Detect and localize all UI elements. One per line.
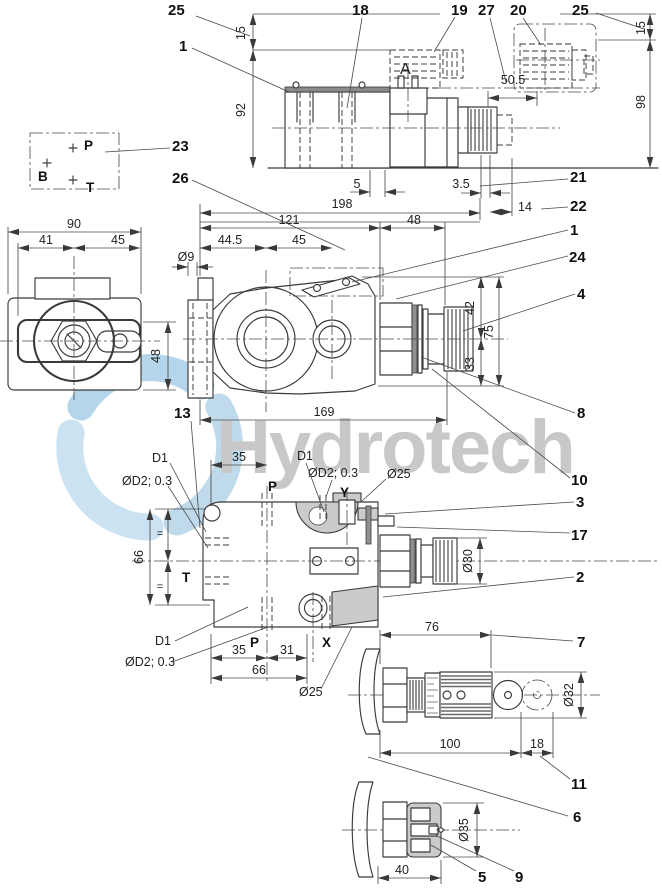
dim-equal-bottom: =	[157, 581, 163, 593]
callout-24: 24	[569, 249, 586, 266]
dim-44-5: 44.5	[218, 233, 242, 247]
port-p-box-label: P	[84, 138, 93, 153]
callout-25-topright: 25	[572, 2, 589, 19]
callout-22: 22	[570, 198, 587, 215]
dim-dia30: Ø30	[461, 549, 475, 573]
dim-100: 100	[440, 737, 461, 751]
relief-cartridge-section	[379, 534, 458, 588]
dim-45-left: 45	[111, 233, 125, 247]
dim-dia25-bottom: Ø25	[299, 685, 323, 699]
dim-75: 75	[482, 325, 496, 339]
dim-d2-bottom: ØD2; 0.3	[125, 655, 175, 669]
port-b-box-label: B	[38, 169, 48, 184]
callout-21: 21	[570, 169, 587, 186]
dim-dia9: Ø9	[178, 250, 195, 264]
left-view-dimensions: 90 41 45 48	[7, 217, 176, 391]
callout-5: 5	[478, 869, 486, 886]
dim-90: 90	[67, 217, 81, 231]
dim-33: 33	[463, 357, 477, 371]
top-view-solenoid-valve: A 15 92 15 98 50	[199, 13, 659, 276]
dim-14: 14	[518, 200, 532, 214]
left-end-view: 90 41 45 48	[0, 217, 176, 400]
dim-66-left: 66	[132, 550, 146, 564]
port-p-top-label: P	[268, 479, 277, 494]
connector-a-phantom: A	[389, 49, 464, 89]
scale-ring-ticks	[427, 677, 438, 714]
port-y-label: Y	[340, 485, 349, 500]
dim-198: 198	[332, 197, 353, 211]
dim-dia32: Ø32	[562, 683, 576, 707]
dim-d2-topleft: ØD2; 0.3	[122, 474, 172, 488]
section-view-dimensions: 35 66 = = 35 31 66 Ø30	[132, 450, 487, 684]
dim-5: 5	[354, 177, 361, 191]
dim-3-5: 3.5	[452, 177, 469, 191]
callout-19: 19	[451, 2, 468, 19]
dim-48-top: 48	[407, 213, 421, 227]
callout-20: 20	[510, 2, 527, 19]
callout-23: 23	[172, 138, 189, 155]
dim-76: 76	[425, 620, 439, 634]
dim-98: 98	[634, 95, 648, 109]
port-interface-box: P B T	[29, 132, 120, 195]
dim-18: 18	[530, 737, 544, 751]
callout-27: 27	[478, 2, 495, 19]
connector-phantom-rotated	[513, 23, 600, 93]
dim-92: 92	[234, 103, 248, 117]
callout-8: 8	[577, 405, 585, 422]
dim-48-left: 48	[149, 349, 163, 363]
port-x-label: X	[322, 635, 331, 650]
middle-top-view: 121 48 44.5 45 Ø9 42 75 33 169	[172, 213, 508, 425]
dim-35-bottom: 35	[232, 643, 246, 657]
dim-d1-bottom: D1	[155, 634, 171, 648]
dim-dia35: Ø35	[457, 818, 471, 842]
callout-10: 10	[571, 472, 588, 489]
bottom-a-dimensions: 76 Ø32 100 18	[379, 620, 587, 758]
dim-42: 42	[463, 301, 477, 315]
callout-6: 6	[573, 809, 581, 826]
bottom-view-knob-lever: 76 Ø32 100 18	[348, 620, 600, 758]
section-view: 35 66 = = 35 31 66 Ø30 D1 ØD2; 0.3 D1 ØD…	[122, 449, 660, 699]
knurled-nut-hatch	[470, 109, 492, 151]
callout-4: 4	[577, 286, 586, 303]
callout-3: 3	[576, 494, 584, 511]
callout-9: 9	[515, 869, 523, 886]
port-p-bottom-label: P	[250, 635, 259, 650]
bottom-view-cap: Ø35 40	[342, 781, 520, 884]
dim-equal-top: =	[157, 528, 163, 540]
dim-dia25-top: Ø25	[387, 467, 411, 481]
dim-50-5: 50.5	[501, 73, 525, 87]
dim-31: 31	[280, 643, 294, 657]
port-a-label: A	[400, 61, 411, 78]
dim-d2-top: ØD2; 0.3	[308, 466, 358, 480]
dim-40: 40	[395, 863, 409, 877]
callout-11: 11	[571, 776, 587, 793]
callout-1-topleft: 1	[179, 38, 187, 55]
part-callouts: 25 1 18 19 27 20 25 21 22 23 26 1 24 4 8…	[168, 2, 589, 886]
callout-25-topleft: 25	[168, 2, 185, 19]
dim-35-top: 35	[232, 450, 246, 464]
callout-26: 26	[172, 170, 189, 187]
dim-d1-topleft: D1	[152, 451, 168, 465]
leader-lines	[104, 12, 645, 872]
port-t-box-label: T	[86, 180, 95, 195]
dim-45-top: 45	[292, 233, 306, 247]
callout-18: 18	[352, 2, 369, 19]
callout-7: 7	[577, 634, 585, 651]
middle-view-dimensions: 121 48 44.5 45 Ø9 42 75 33 169	[172, 213, 504, 425]
dim-d1-top: D1	[297, 449, 313, 463]
dim-41: 41	[39, 233, 53, 247]
callout-17: 17	[571, 527, 588, 544]
knob-knurl-bands	[441, 675, 491, 716]
dim-169: 169	[314, 405, 335, 419]
callout-1-right: 1	[570, 222, 578, 239]
bottom-b-dimensions: Ø35 40	[377, 802, 484, 884]
callout-2: 2	[576, 569, 584, 586]
port-t-label: T	[182, 570, 191, 585]
dim-66-bottom: 66	[252, 663, 266, 677]
dim-121: 121	[279, 213, 300, 227]
callout-13: 13	[174, 405, 191, 422]
